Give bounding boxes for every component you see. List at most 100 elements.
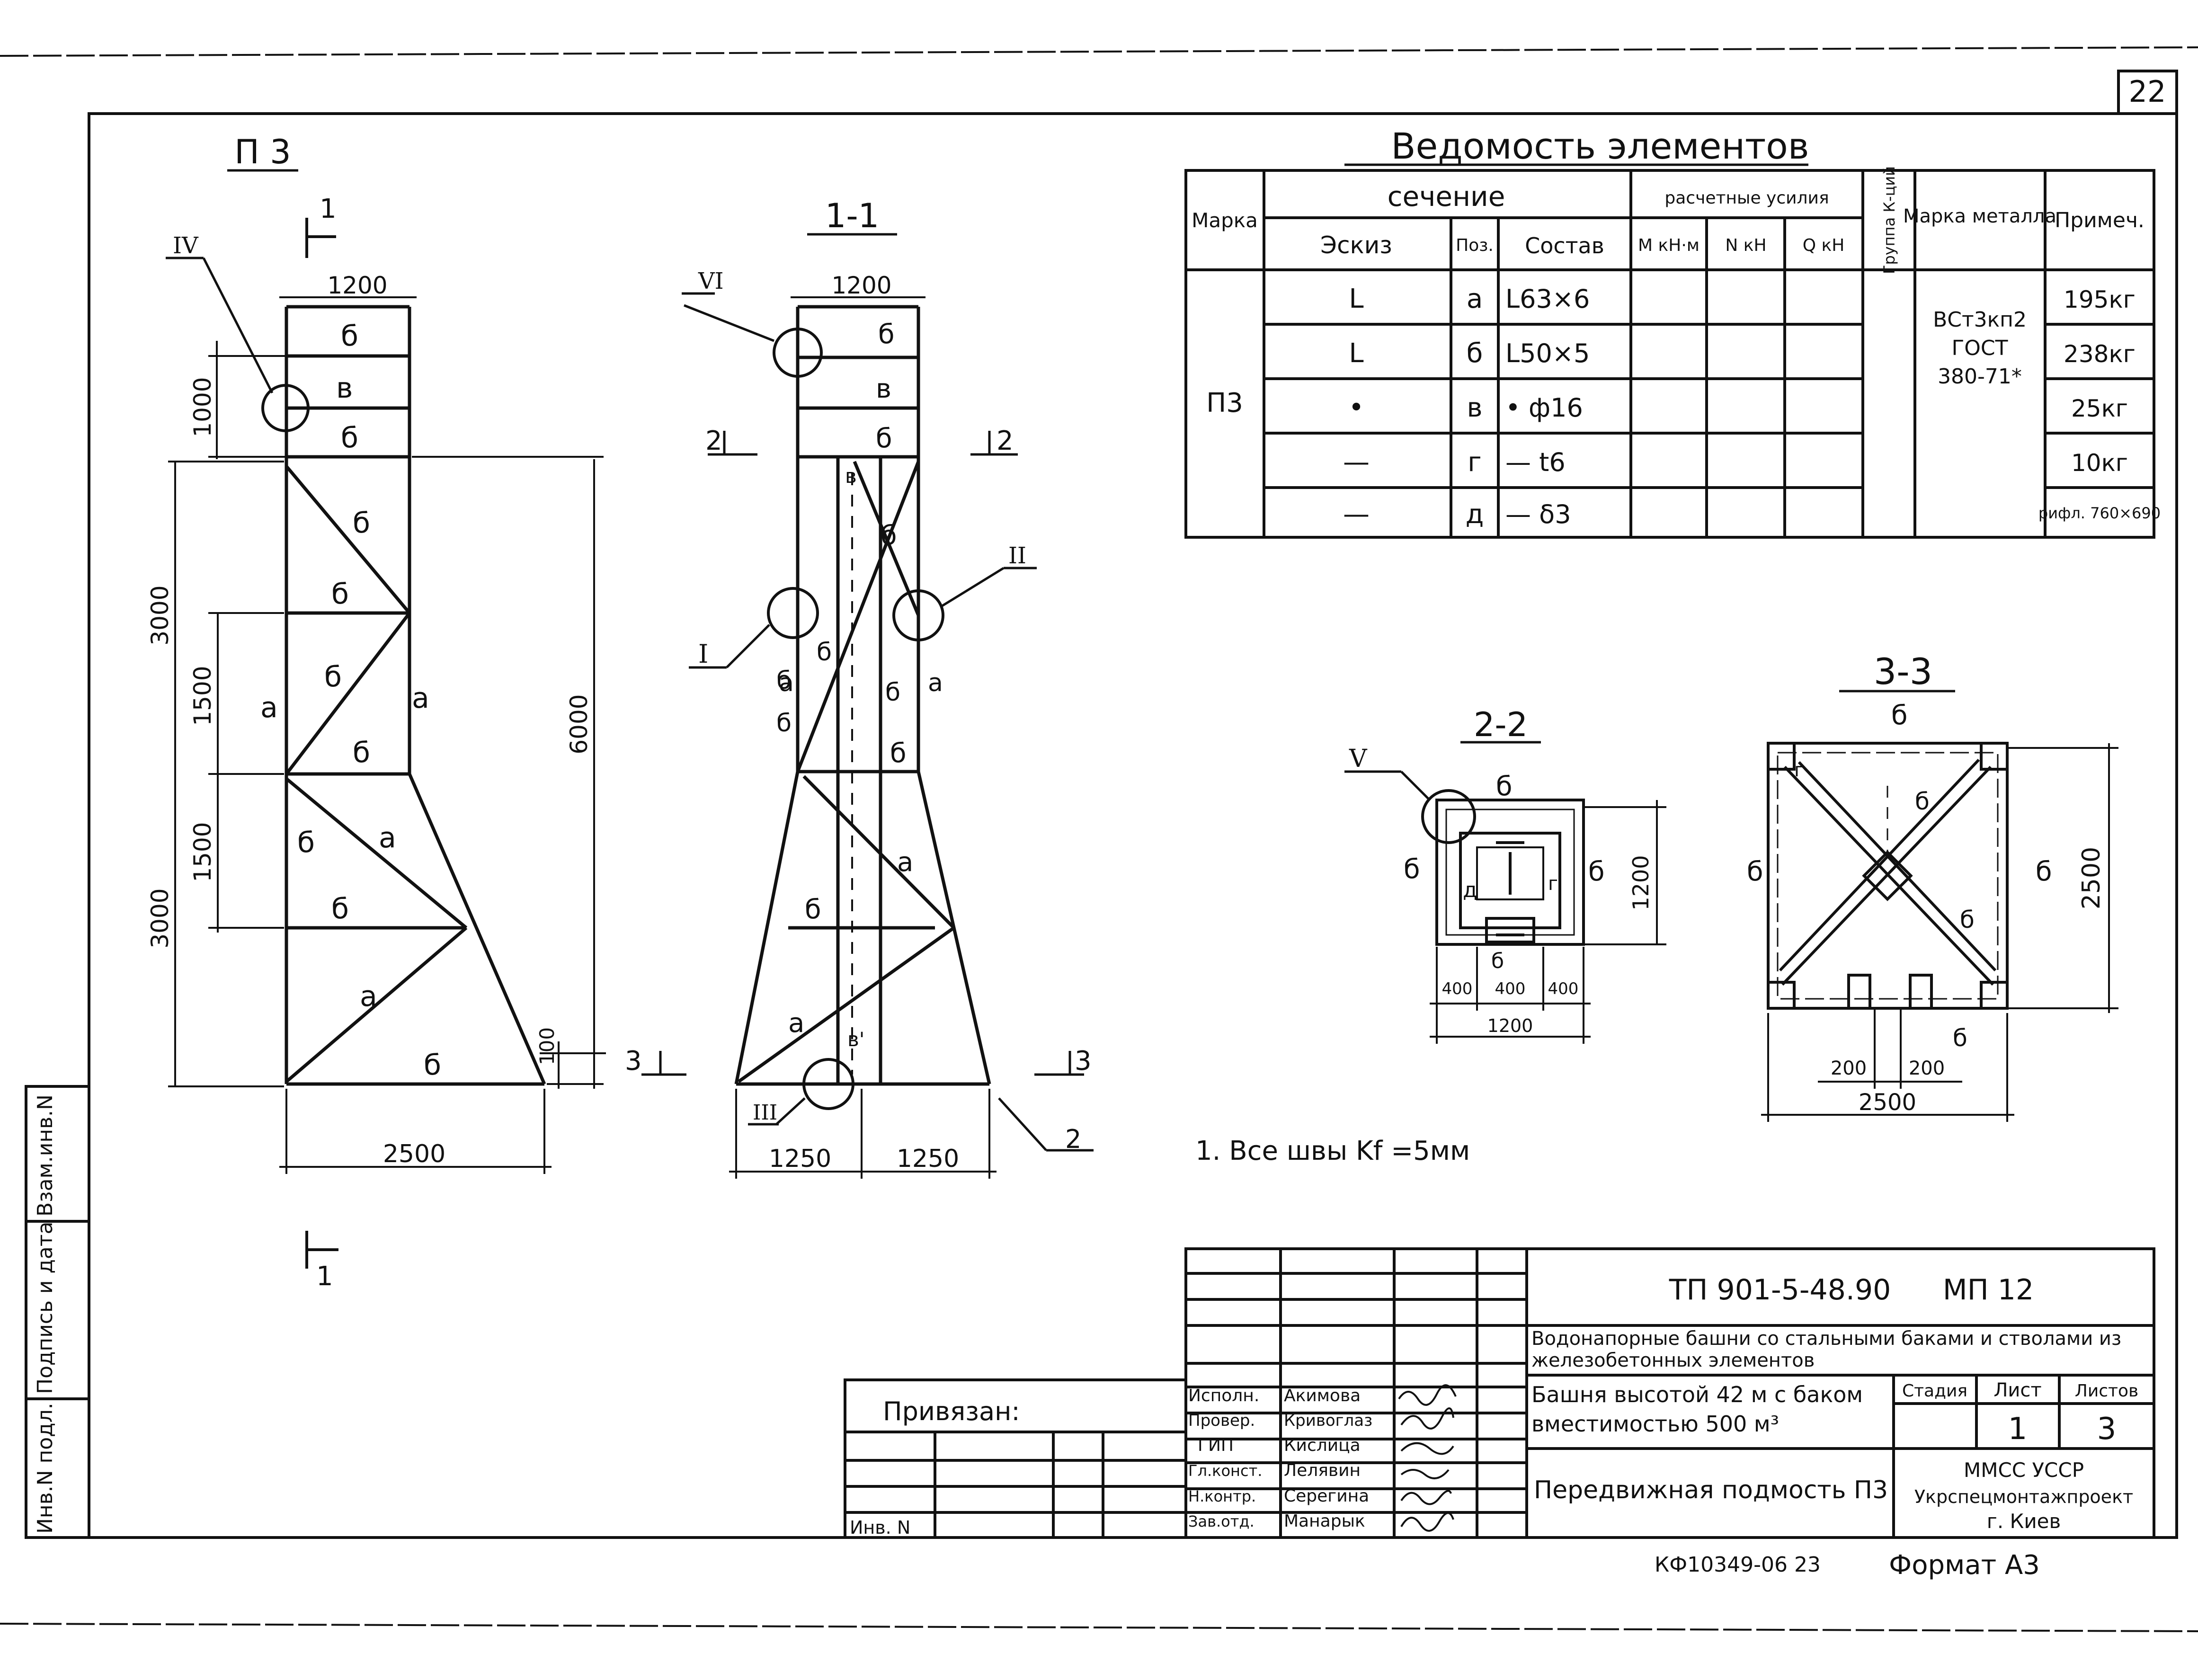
hdr-forces: расчетные усилия [1664,188,1829,208]
drawing-name: Передвижная подмость П3 [1534,1476,1888,1504]
s33-dimensions [1761,743,2118,1122]
row3-composition: • ф16 [1505,393,1583,423]
doc-description: Водонапорные башни со стальными баками и… [1531,1328,2122,1371]
hdr-composition: Состав [1525,233,1604,258]
row4-note: 10кг [2071,449,2128,477]
s11-label-b1: б [878,319,895,350]
s33-label-top: б [1891,700,1908,731]
s22-label-left: б [1404,854,1420,885]
sheets-value: 3 [2097,1412,2117,1447]
table-row: — г — t6 10кг [1343,447,2128,478]
dim-top-width: 1200 [327,272,387,299]
hdr-notes: Примеч. [2055,208,2145,232]
label-d1: б [341,421,358,454]
row3-sketch: • [1348,392,1364,423]
org-line-3: г. Киев [1987,1510,2061,1533]
dim-bottom-width: 2500 [383,1140,445,1168]
hdr-group: Группа К-ций [1880,166,1898,274]
table-row: L б L50×5 238кг [1349,338,2136,369]
row4-sketch: — [1343,447,1370,478]
s22-label-right: б [1588,856,1605,887]
row2-composition: L50×5 [1505,338,1590,368]
s33-label-diag2: б [1960,906,1975,933]
cut-mark-1-top: 1 [320,194,337,224]
s33-dim-total: 2500 [1859,1089,1916,1116]
elements-table: Ведомость элементов Марка сечение [1184,125,2161,539]
s11-leaders [641,292,1094,1152]
s11-label-ad1: а [897,847,913,878]
s22-dim-height: 1200 [1628,855,1654,910]
s22-dimensions [1430,800,1666,1044]
hdr-m: М кН·м [1638,236,1700,255]
title-block: Привязан: Инв. N Исполн. Акимова Провер.… [844,1247,2155,1539]
s22-label-d: д [1463,878,1477,902]
label-b-diag: б [353,507,370,540]
s22-label-top: б [1496,771,1513,802]
s33-dim-gap-right: 200 [1909,1058,1945,1079]
table-row: • в • ф16 25кг [1348,392,2128,423]
label-a-left: а [260,691,278,724]
dim-3000-top: 3000 [146,585,174,645]
s11-dimensions [729,296,997,1179]
row4-pos: г [1468,447,1481,478]
s11-label-bd2: б [817,638,832,667]
cell-metal-2: ГОСТ [1951,336,2008,360]
dim-100: 100 [535,1027,559,1065]
trim-lines [0,46,2198,1632]
sig-name-6: Манарык [1284,1511,1365,1531]
s22-dim-p2: 400 [1495,979,1526,998]
s11-label-a-right: а [928,669,943,697]
callout-iii: III [753,1101,777,1125]
dim-3000-bot: 3000 [146,888,174,948]
view-2-2-title: 2-2 [1474,705,1528,744]
footer-code: КФ10349-06 23 [1655,1553,1821,1577]
sig-name-3: Кислица [1284,1436,1361,1455]
table-title: Ведомость элементов [1391,125,1809,167]
doc-code: ТП 901-5-48.90 [1669,1273,1891,1307]
s11-label-bd3: б [885,678,900,707]
row5-composition: — δ3 [1505,499,1571,529]
sig-name-2: Кривоглаз [1284,1411,1372,1430]
s33-plan [1767,742,2009,1010]
s22-label-g: г [1548,873,1558,895]
label-v: в [336,372,353,405]
sheet-number: 22 [2129,74,2166,109]
label-a-right: а [412,682,429,715]
s22-label-bottom: б [1491,949,1504,973]
handwritten-signatures [1398,1384,1457,1532]
stage-label: Стадия [1902,1381,1967,1401]
label-b-bottom: б [424,1049,441,1082]
label-b-top: б [341,320,358,353]
sig-name-4: Лелявин [1284,1461,1361,1480]
hdr-pos: Поз. [1456,236,1494,255]
row1-sketch: L [1349,284,1363,314]
s11-label-v2: в' [847,1028,864,1051]
view-3-3: 3-3 б г б б б б б [1747,650,2118,1122]
section-3-right: 3 [1075,1046,1092,1076]
dim-1500-b: 1500 [189,822,216,882]
s11-label-a-left: а [779,669,794,697]
stamp-sign-date: Подпись и дата [33,1222,57,1394]
node-iv-circle [261,384,310,432]
s33-dim-gap-left: 200 [1831,1058,1867,1079]
sig-role-2: Провер. [1188,1411,1255,1430]
title-block-grid [844,1247,2155,1539]
s22-plan [1435,799,1585,946]
s11-label-b2: б [876,423,892,454]
album-code: МП 12 [1943,1273,2034,1307]
s11-label-b4: б [776,709,792,738]
org-line-1: ММСС УССР [1964,1458,2084,1482]
table-row: L а L63×6 195кг [1349,284,2136,314]
sig-role-4: Гл.конст. [1188,1462,1262,1480]
s11-dim-right: 1250 [897,1145,959,1173]
s33-label-right: б [2036,856,2052,887]
sig-name-1: Акимова [1284,1386,1361,1405]
s11-frame [734,305,991,1086]
p3-dimensions [168,296,606,1174]
label-d4: б [353,736,370,769]
sig-role-3: ГИП [1198,1436,1234,1455]
view-1-1-title: 1-1 [825,196,879,235]
view-p3: П 3 1 1 IV [146,133,606,1292]
